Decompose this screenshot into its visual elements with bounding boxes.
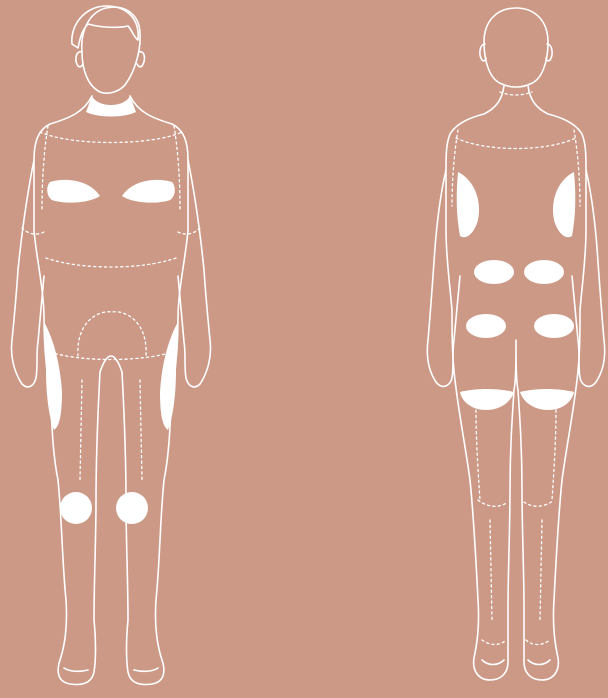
back-zone-buttock-upper-right xyxy=(534,314,574,338)
front-zone-knee-left xyxy=(60,492,92,524)
back-zone-buttock-upper-left xyxy=(466,314,506,338)
front-zone-knee-right xyxy=(116,492,148,524)
back-zone-lower-back-left xyxy=(474,260,514,284)
back-zone-lower-back-right xyxy=(524,260,564,284)
